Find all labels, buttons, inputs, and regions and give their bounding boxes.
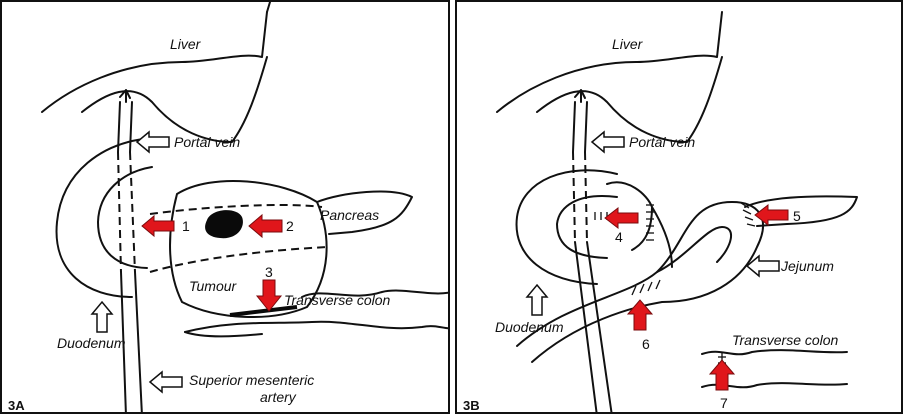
colon-lower (185, 322, 450, 332)
label-transverse-colon: Transverse colon (732, 332, 839, 348)
label-portal-vein: Portal vein (629, 134, 695, 150)
label-sma-1: Superior mesenteric (189, 372, 314, 388)
number-7: 7 (720, 395, 728, 411)
panel-3b: Liver Portal vein Jejunum Duodenum Trans… (455, 0, 903, 414)
tumour-dashed-lower (150, 247, 327, 272)
label-liver: Liver (612, 36, 644, 52)
portal-vein-right (130, 102, 132, 152)
duodenum-inner (98, 167, 152, 268)
label-portal-vein: Portal vein (174, 134, 240, 150)
duodenum-outer (57, 138, 152, 297)
portal-vein-left (573, 102, 575, 152)
label-liver: Liver (170, 36, 202, 52)
label-duodenum: Duodenum (57, 335, 126, 351)
red-arrow-icon (605, 208, 638, 228)
anastomosis-stitches-duct (595, 212, 607, 220)
outline-arrow-icon (592, 132, 624, 152)
portal-vein-dashed-left (573, 152, 575, 242)
panel-3a: Liver Portal vein Pancreas Tumour Transv… (0, 0, 450, 414)
colon-upper (702, 350, 847, 354)
outline-arrow-icon (137, 132, 169, 152)
label-jejunum: Jejunum (780, 258, 834, 274)
number-3: 3 (265, 264, 273, 280)
sma-right (587, 242, 612, 414)
diagram-3b: Liver Portal vein Jejunum Duodenum Trans… (457, 2, 903, 414)
outline-arrow-icon (150, 372, 182, 392)
sma-left (575, 242, 597, 414)
tumour-mass (205, 210, 243, 238)
jejunum-outer (517, 202, 763, 362)
label-sma-2: artery (260, 389, 297, 405)
diagram-3a: Liver Portal vein Pancreas Tumour Transv… (2, 2, 450, 414)
liver-outline (42, 12, 267, 142)
outline-arrow-icon (92, 302, 112, 332)
number-5: 5 (793, 208, 801, 224)
panel-tag-3b: 3B (463, 398, 480, 413)
jejunum-inner (657, 227, 731, 272)
label-duodenum: Duodenum (495, 319, 564, 335)
portal-vein-right (585, 102, 587, 152)
sma-right (135, 272, 142, 414)
number-4: 4 (615, 229, 623, 245)
number-1: 1 (182, 218, 190, 234)
duodenum-outer (517, 170, 617, 284)
anastomosis-stitches-6 (632, 280, 660, 295)
portal-vein-dashed-left (118, 152, 121, 272)
red-arrow-icon (142, 216, 174, 236)
liver-edge (267, 2, 270, 12)
colon-lower2 (185, 332, 262, 336)
label-pancreas: Pancreas (320, 207, 379, 223)
liver-outline (497, 12, 722, 142)
label-tumour: Tumour (189, 278, 238, 294)
number-6: 6 (642, 336, 650, 352)
portal-vein-dashed-right (130, 152, 135, 272)
panel-tag-3a: 3A (8, 398, 25, 413)
outline-arrow-icon (527, 285, 547, 315)
red-arrow-icon (249, 215, 282, 237)
red-arrow-icon (257, 280, 281, 311)
red-arrow-icon (755, 205, 788, 225)
number-2: 2 (286, 218, 294, 234)
label-transverse-colon: Transverse colon (284, 292, 391, 308)
